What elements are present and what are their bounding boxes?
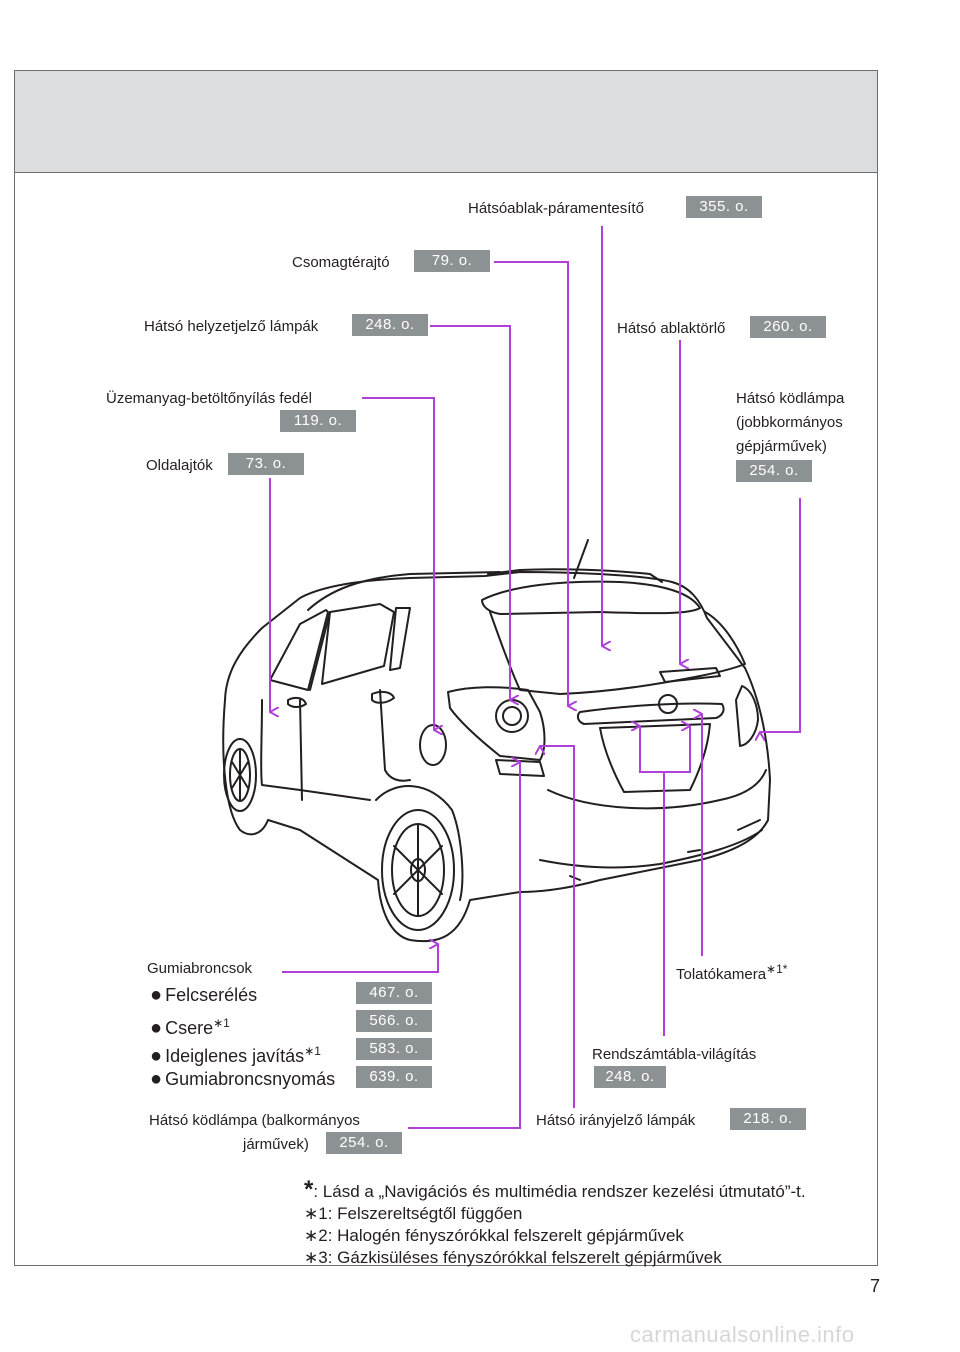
rear-turn-signal-page-ref[interactable]: 218. o. (730, 1108, 806, 1130)
tire-item-replacement: ●Csere∗1 (150, 1012, 230, 1039)
rear-wiper-label: Hátsó ablaktörlő (617, 320, 726, 337)
rear-wiper-page-ref[interactable]: 260. o. (750, 316, 826, 338)
car-drawing (222, 539, 771, 943)
tire-rotation-page-ref[interactable]: 467. o. (356, 982, 432, 1004)
footnote-mark: ∗1 (304, 1204, 328, 1223)
rear-fog-rhd-label-line3: gépjárművek) (736, 438, 827, 455)
license-plate-light-label: Rendszámtábla-világítás (592, 1046, 757, 1063)
tire-item-label: Csere (165, 1018, 214, 1038)
tail-lights-page-ref[interactable]: 248. o. (352, 314, 428, 336)
tire-item-rotation: ●Felcserélés (150, 984, 257, 1006)
tire-item-label: Ideiglenes javítás (165, 1046, 305, 1066)
rear-defogger-page-ref[interactable]: 355. o. (686, 196, 762, 218)
footnote-mark: ∗1 (304, 1044, 321, 1058)
side-doors-label: Oldalajtók (146, 457, 213, 474)
rear-defogger-label: Hátsóablak-páramentesítő (468, 200, 644, 217)
back-door-page-ref[interactable]: 79. o. (414, 250, 490, 272)
footnote-text: : Halogén fényszórókkal felszerelt gépjá… (327, 1226, 684, 1245)
page-number: 7 (870, 1276, 881, 1296)
bullet-icon: ● (150, 1068, 163, 1090)
tire-item-temporary-repair: ●Ideiglenes javítás∗1 (150, 1040, 321, 1067)
tires-title: Gumiabroncsok (147, 960, 253, 977)
bullet-icon: ● (150, 984, 163, 1006)
leader-lines (269, 226, 801, 1129)
tire-item-pressure: ●Gumiabroncsnyomás (150, 1068, 335, 1090)
back-door-label: Csomagtérajtó (292, 254, 390, 271)
tire-item-label: Felcserélés (165, 985, 258, 1005)
rear-fog-rhd-label-line1: Hátsó ködlámpa (736, 390, 845, 407)
side-doors-page-ref[interactable]: 73. o. (228, 453, 304, 475)
rear-turn-signal-label: Hátsó irányjelző lámpák (536, 1112, 696, 1129)
backup-camera-text: Tolatókamera (676, 966, 767, 983)
footnote-text: : Gázkisüléses fényszórókkal felszerelt … (327, 1248, 722, 1267)
header-band (15, 71, 877, 173)
rear-fog-rhd-label-line2: (jobbkormányos (736, 414, 843, 431)
tire-pressure-page-ref[interactable]: 639. o. (356, 1066, 432, 1088)
license-plate-light-page-ref[interactable]: 248. o. (594, 1066, 666, 1088)
footnote-mark: ∗1 (213, 1016, 230, 1030)
watermark: carmanualsonline.info (630, 1322, 855, 1347)
rear-fog-lhd-label-line1: Hátsó ködlámpa (balkormányos (149, 1112, 360, 1129)
bullet-icon: ● (150, 1017, 163, 1039)
footnote-discharge: ∗3: Gázkisüléses fényszórókkal felszerel… (304, 1248, 722, 1268)
footnote-mark: ∗1* (766, 962, 788, 976)
footnote-text: : Lásd a „Navigációs és multimédia rends… (313, 1182, 806, 1201)
footnote-mark: ∗3 (304, 1248, 328, 1267)
tire-repair-page-ref[interactable]: 583. o. (356, 1038, 432, 1060)
rear-fog-lhd-label-line2: járművek) (243, 1136, 309, 1153)
footnote-mark: ∗2 (304, 1226, 328, 1245)
footnote-equipment: ∗1: Felszereltségtől függően (304, 1204, 522, 1224)
fuel-door-label: Üzemanyag-betöltőnyílás fedél (106, 390, 312, 407)
backup-camera-label: Tolatókamera∗1* (676, 960, 787, 984)
footnote-halogen: ∗2: Halogén fényszórókkal felszerelt gép… (304, 1226, 684, 1246)
bullet-icon: ● (150, 1045, 163, 1067)
rear-fog-rhd-page-ref[interactable]: 254. o. (736, 460, 812, 482)
rear-fog-lhd-page-ref[interactable]: 254. o. (326, 1132, 402, 1154)
page-frame (14, 70, 878, 1266)
tire-replacement-page-ref[interactable]: 566. o. (356, 1010, 432, 1032)
footnote-mark: * (304, 1176, 314, 1203)
tire-item-label: Gumiabroncsnyomás (165, 1069, 336, 1089)
footnote-navigation: *: Lásd a „Navigációs és multimédia rend… (304, 1178, 806, 1202)
tail-lights-label: Hátsó helyzetjelző lámpák (144, 318, 319, 335)
fuel-door-page-ref[interactable]: 119. o. (280, 410, 356, 432)
footnote-text: : Felszereltségtől függően (327, 1204, 523, 1223)
